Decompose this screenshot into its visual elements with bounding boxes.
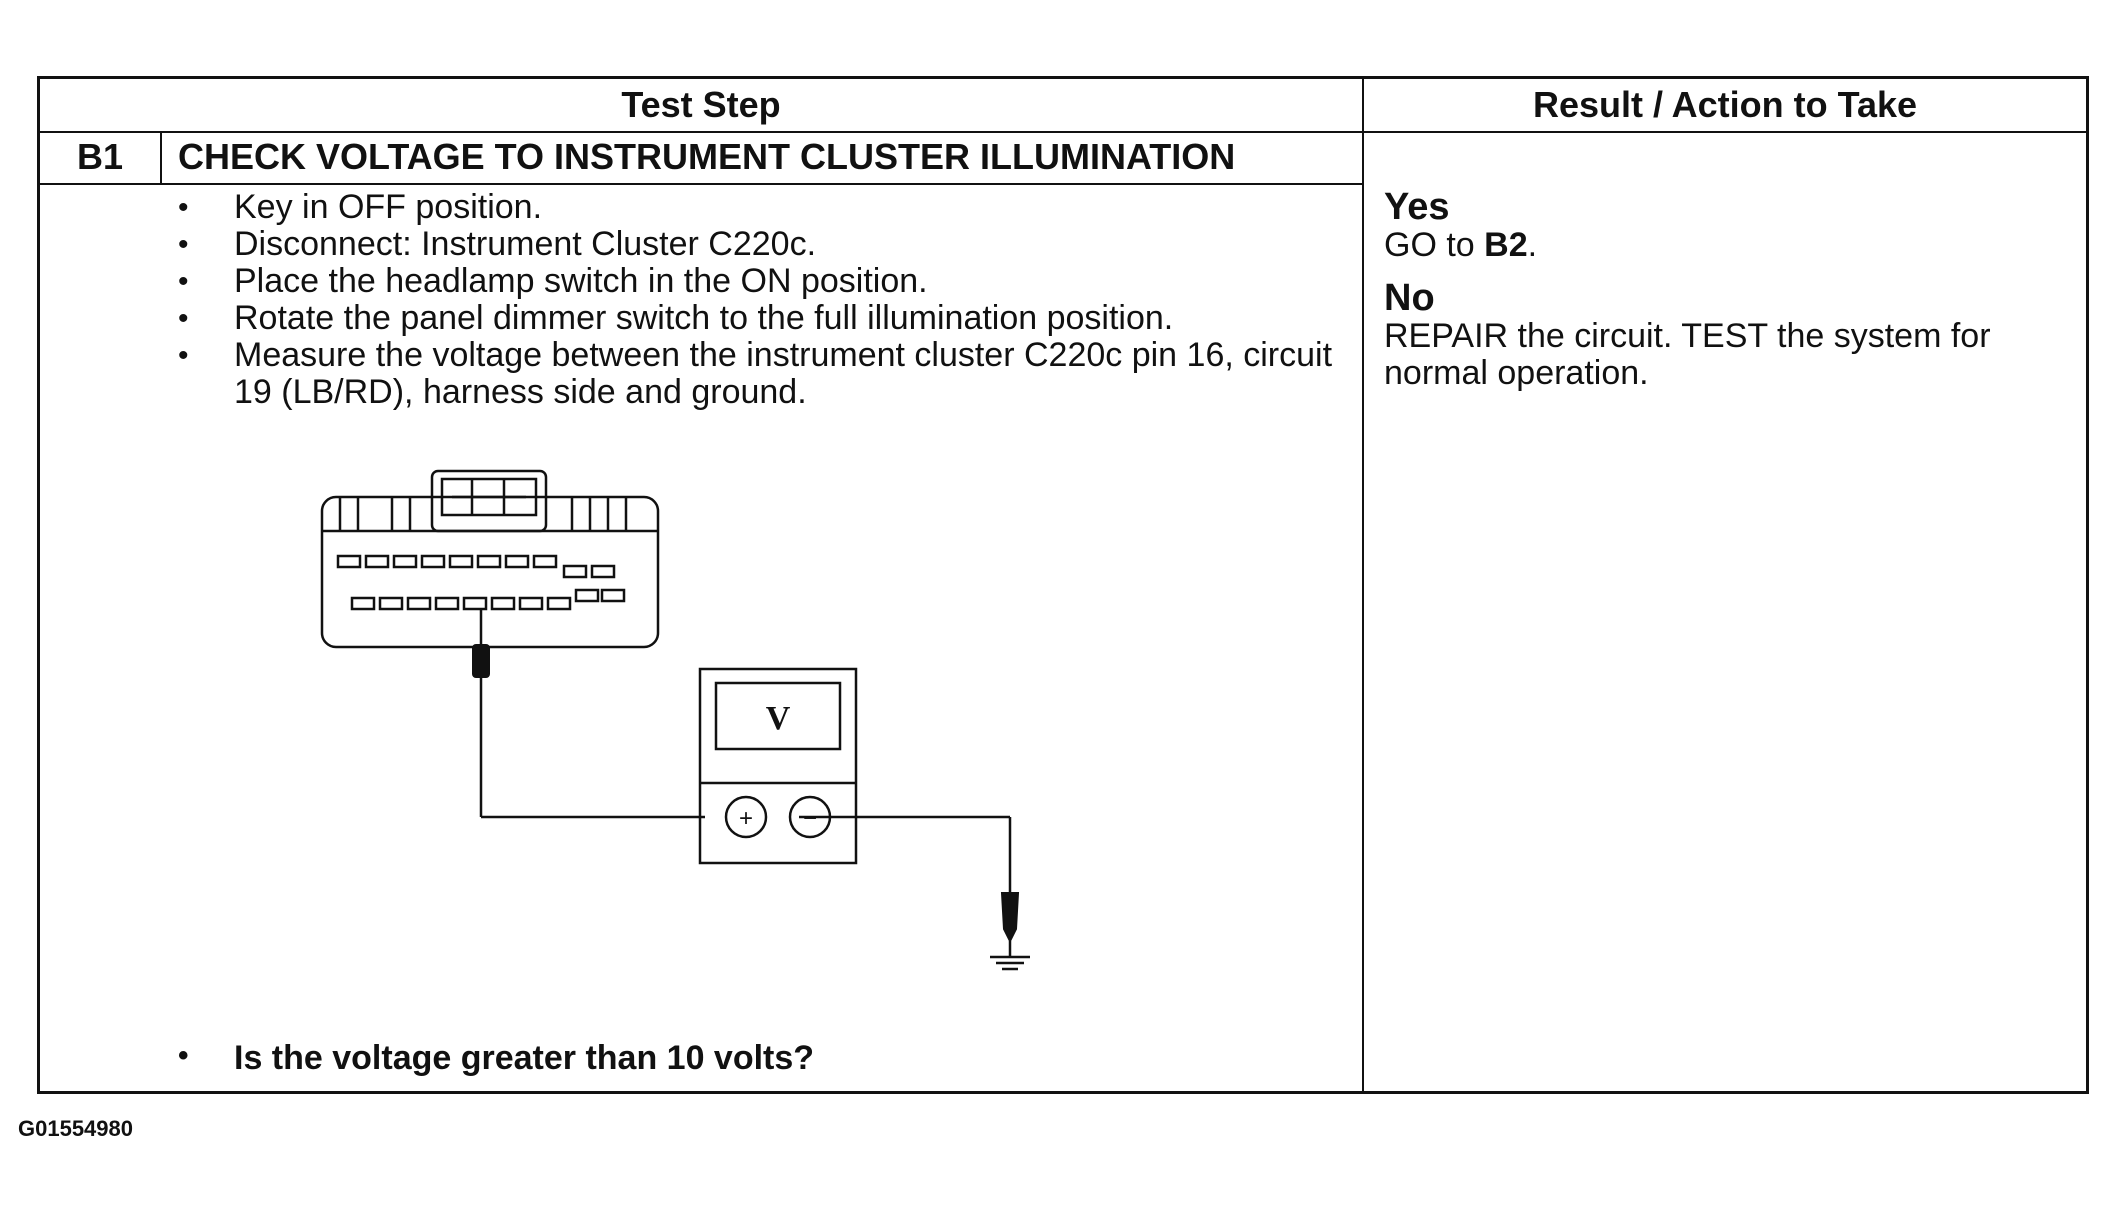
minus-label: − xyxy=(803,805,817,832)
instruction-item: Place the headlamp switch in the ON posi… xyxy=(178,263,1338,301)
header-divider xyxy=(40,131,2086,133)
instruction-item: Disconnect: Instrument Cluster C220c. xyxy=(178,226,1338,264)
result-no-text: REPAIR the circuit. TEST the system for … xyxy=(1384,317,1991,392)
negative-terminal xyxy=(788,795,832,839)
yes-action-prefix: GO to xyxy=(1384,226,1485,264)
result-actions: Yes GO to B2. No REPAIR the circuit. TES… xyxy=(1384,187,2074,392)
step-id: B1 xyxy=(76,136,124,177)
connector-lock-tab xyxy=(430,469,548,533)
instruction-item: Rotate the panel dimmer switch to the fu… xyxy=(178,300,1338,338)
plus-label: + xyxy=(739,805,753,832)
test-step-table: Test Step Result / Action to Take B1 CHE… xyxy=(37,76,2089,1094)
header-test-step: Test Step xyxy=(621,84,781,125)
header-result-action: Result / Action to Take xyxy=(1532,84,1918,125)
result-yes-text: GO to B2. xyxy=(1384,227,2074,264)
voltmeter xyxy=(698,667,858,865)
negative-probe-tip xyxy=(1000,892,1020,944)
figure-id: G01554980 xyxy=(18,1116,133,1141)
voltmeter-display xyxy=(714,681,842,751)
yes-action-target: B2 xyxy=(1484,226,1528,264)
column-divider xyxy=(1362,79,1364,1091)
instruction-item: Key in OFF position. xyxy=(178,189,1338,227)
voltmeter-diagram: V + − xyxy=(320,469,1030,971)
step-row-divider xyxy=(40,183,1362,185)
result-no-heading: No xyxy=(1384,277,1435,319)
positive-terminal xyxy=(724,795,768,839)
voltmeter-label: V xyxy=(766,700,791,737)
step-title: CHECK VOLTAGE TO INSTRUMENT CLUSTER ILLU… xyxy=(178,136,1236,177)
step-id-divider xyxy=(160,131,162,183)
test-instructions: Key in OFF position. Disconnect: Instrum… xyxy=(178,189,1338,411)
result-yes-heading: Yes xyxy=(1384,186,1450,228)
positive-probe-tip xyxy=(472,644,490,678)
instruction-item: Measure the voltage between the instrume… xyxy=(178,337,1338,411)
test-question: Is the voltage greater than 10 volts? xyxy=(178,1039,814,1078)
yes-action-suffix: . xyxy=(1527,226,1538,264)
